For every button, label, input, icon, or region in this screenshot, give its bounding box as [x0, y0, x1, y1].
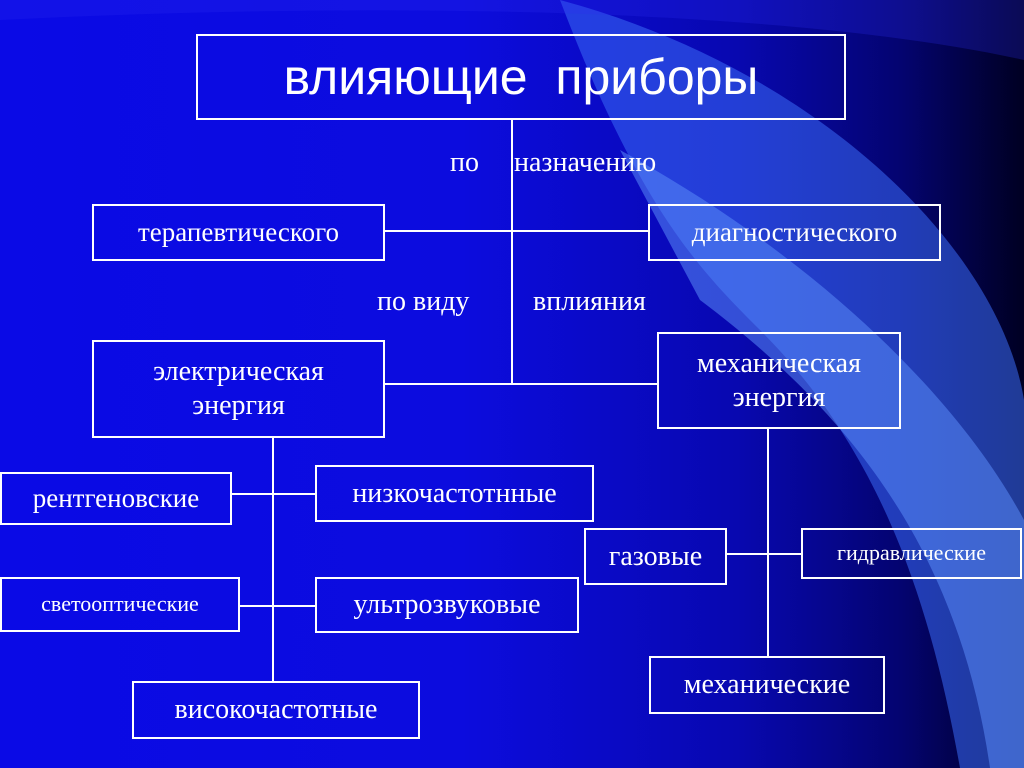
- node-mechanical: механические: [649, 656, 885, 714]
- label-by-type-2: вплияния: [533, 286, 646, 317]
- connector-xray-lowfreq: [231, 493, 317, 495]
- connector-mechanical-vertical: [767, 428, 769, 658]
- node-diagnostic-label: диагностического: [691, 217, 898, 248]
- node-low-frequency: низкочастотнные: [315, 465, 594, 522]
- label-by-purpose-1: по: [450, 147, 479, 178]
- title-box: влияющие приборы: [196, 34, 846, 120]
- connector-gas-hydraulic: [726, 553, 803, 555]
- page-title: влияющие приборы: [283, 49, 759, 105]
- node-mechanical-energy-label: механическая энергия: [697, 347, 861, 413]
- node-therapeutic-label: терапевтического: [137, 217, 340, 248]
- node-gas: газовые: [584, 528, 727, 585]
- connector-optical-ultrasound: [239, 605, 316, 607]
- node-electric-energy-label: электрическая энергия: [153, 356, 324, 421]
- node-mechanical-energy: механическая энергия: [657, 332, 901, 429]
- connector-purpose-horizontal: [385, 230, 650, 232]
- connector-type-horizontal: [385, 383, 657, 385]
- node-x-ray: рентгеновские: [0, 472, 232, 525]
- connector-electric-vertical: [272, 437, 274, 683]
- node-light-optical-label: светооптические: [41, 591, 199, 617]
- node-ultrasound: ультрозвуковые: [315, 577, 579, 633]
- node-diagnostic: диагностического: [648, 204, 941, 261]
- node-hydraulic: гидравлические: [801, 528, 1022, 579]
- node-high-frequency: високочастотные: [132, 681, 420, 739]
- node-electric-energy: электрическая энергия: [92, 340, 385, 438]
- node-light-optical: светооптические: [0, 577, 240, 632]
- label-by-purpose-2: назначению: [514, 147, 657, 178]
- node-gas-label: газовые: [608, 540, 703, 572]
- node-mechanical-label: механические: [683, 669, 851, 701]
- node-x-ray-label: рентгеновские: [32, 483, 200, 514]
- node-low-frequency-label: низкочастотнные: [352, 477, 557, 509]
- node-ultrasound-label: ультрозвуковые: [353, 589, 541, 621]
- node-therapeutic: терапевтического: [92, 204, 385, 261]
- label-by-type-1: по виду: [377, 286, 470, 317]
- node-hydraulic-label: гидравлические: [837, 540, 986, 566]
- connector-title-vertical: [511, 119, 513, 385]
- node-high-frequency-label: високочастотные: [174, 694, 378, 726]
